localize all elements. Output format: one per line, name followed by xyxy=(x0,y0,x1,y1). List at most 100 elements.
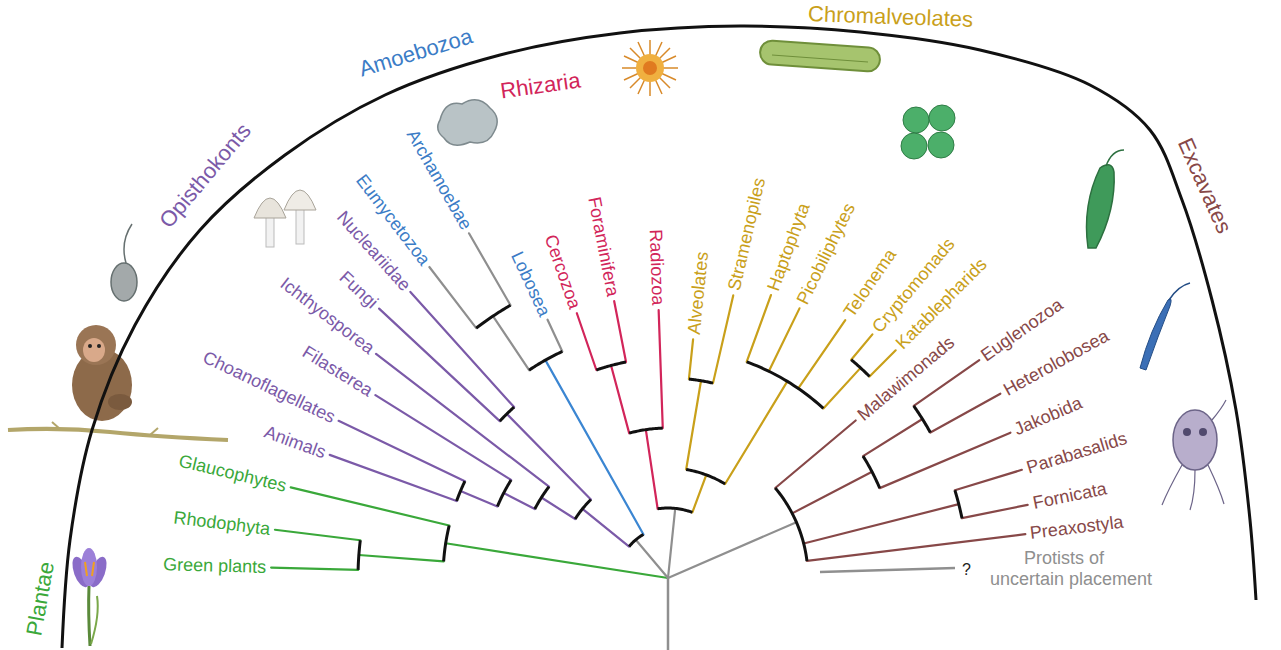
branch-line xyxy=(469,233,511,305)
taxon-label: Animals xyxy=(261,421,328,462)
note-label: ? xyxy=(962,561,971,579)
crocus-flower xyxy=(69,548,110,646)
branch-line xyxy=(359,555,444,561)
clade-bracket xyxy=(500,407,514,421)
branch-line xyxy=(804,504,959,543)
branch-line xyxy=(962,505,1028,518)
branch-line xyxy=(713,295,733,383)
branch-line xyxy=(955,470,1022,490)
branch-line xyxy=(275,530,360,540)
clade-bracket xyxy=(629,428,663,433)
mushroom-photo xyxy=(254,190,316,247)
branch-line xyxy=(775,421,855,488)
taxon-label: Preaxostyla xyxy=(1029,512,1125,544)
branch-line xyxy=(548,320,563,352)
branch-line xyxy=(823,368,860,409)
clade-bracket xyxy=(444,525,450,561)
clade-bracket xyxy=(914,406,931,433)
branch-line xyxy=(792,472,872,514)
giardia-photo xyxy=(1162,400,1226,510)
branch-line xyxy=(461,491,498,506)
clade-bracket xyxy=(686,470,725,484)
clade-bracket xyxy=(596,362,626,370)
branch-line xyxy=(541,498,575,519)
taxon-label: Fornicata xyxy=(1030,479,1108,514)
clade-title: Plantae xyxy=(20,556,59,640)
euglena-photo xyxy=(1087,150,1125,248)
taxon-label: Stramenopiles xyxy=(724,176,770,293)
taxon-label: Radiozoa xyxy=(646,229,669,306)
branch-line xyxy=(769,308,800,371)
branch-line xyxy=(851,334,872,359)
taxon-label: Archamoebae xyxy=(402,127,476,234)
clade-bracket xyxy=(658,508,693,512)
clade-bracket xyxy=(863,456,880,488)
branch-line xyxy=(446,543,668,578)
branch-line xyxy=(577,313,597,370)
clade-bracket xyxy=(851,360,869,377)
clade-bracket xyxy=(689,379,713,383)
branch-line xyxy=(375,395,511,480)
taxon-label: Glaucophytes xyxy=(176,450,288,496)
clade-bracket xyxy=(358,540,360,570)
diatom-photo xyxy=(759,40,880,72)
uncertain-branch xyxy=(820,568,955,572)
branch-line xyxy=(668,508,675,578)
branch-line xyxy=(798,320,845,388)
branch-line xyxy=(807,534,1025,561)
branch-line xyxy=(291,487,449,525)
branch-line xyxy=(870,350,896,376)
group-arc xyxy=(62,26,1256,648)
twig-photo xyxy=(8,422,228,440)
clade-title: Chromalveolates xyxy=(804,1,976,32)
branch-line xyxy=(271,568,358,570)
taxon-label: Foraminifera xyxy=(584,195,624,298)
branch-line xyxy=(376,354,549,487)
clade-bracket xyxy=(575,500,591,519)
branch-line xyxy=(614,301,626,362)
clade-bracket xyxy=(629,534,643,546)
branch-line xyxy=(493,316,529,370)
branch-line xyxy=(692,475,706,512)
branch-line xyxy=(636,540,668,578)
clade-bracket xyxy=(535,487,549,509)
taxon-label: Fungi xyxy=(335,267,382,313)
clade-bracket xyxy=(476,305,510,328)
macaque-photo xyxy=(72,325,132,421)
clade-bracket xyxy=(747,362,824,409)
branch-line xyxy=(668,522,796,578)
branch-line xyxy=(339,421,465,481)
branch-line xyxy=(659,310,663,428)
branch-line xyxy=(504,493,535,509)
branch-line xyxy=(689,339,693,379)
green-cells-photo xyxy=(901,105,955,159)
clade-bracket xyxy=(497,480,511,506)
taxon-label: Parabasalids xyxy=(1024,428,1130,478)
radiolarian-photo xyxy=(622,40,678,96)
clade-bracket xyxy=(775,488,807,561)
clade-title: Amoebozoa xyxy=(352,22,477,82)
clade-bracket xyxy=(529,351,562,370)
clade-bracket xyxy=(955,490,962,518)
branch-line xyxy=(747,295,771,362)
branch-line xyxy=(646,430,658,509)
branch-line xyxy=(930,394,1000,433)
branch-line xyxy=(863,419,922,456)
branch-line xyxy=(686,381,701,470)
branch-line xyxy=(725,381,787,484)
amoeba-photo xyxy=(438,100,497,145)
trypanosome-photo xyxy=(1140,283,1190,370)
taxon-label: Jakobida xyxy=(1011,393,1085,440)
branch-line xyxy=(582,509,629,547)
branch-line xyxy=(330,455,457,501)
taxon-label: Rhodophyta xyxy=(172,507,271,539)
clade-title: Excavates xyxy=(1171,131,1238,239)
branch-line xyxy=(545,360,643,534)
branch-line xyxy=(611,365,629,433)
taxon-label: Green plants xyxy=(163,554,267,577)
choanoflagellate-cell xyxy=(111,224,137,301)
root-trunk xyxy=(667,578,670,650)
clade-title: Rhizaria xyxy=(495,67,584,104)
note-label: Protists of uncertain placement xyxy=(990,548,1162,589)
